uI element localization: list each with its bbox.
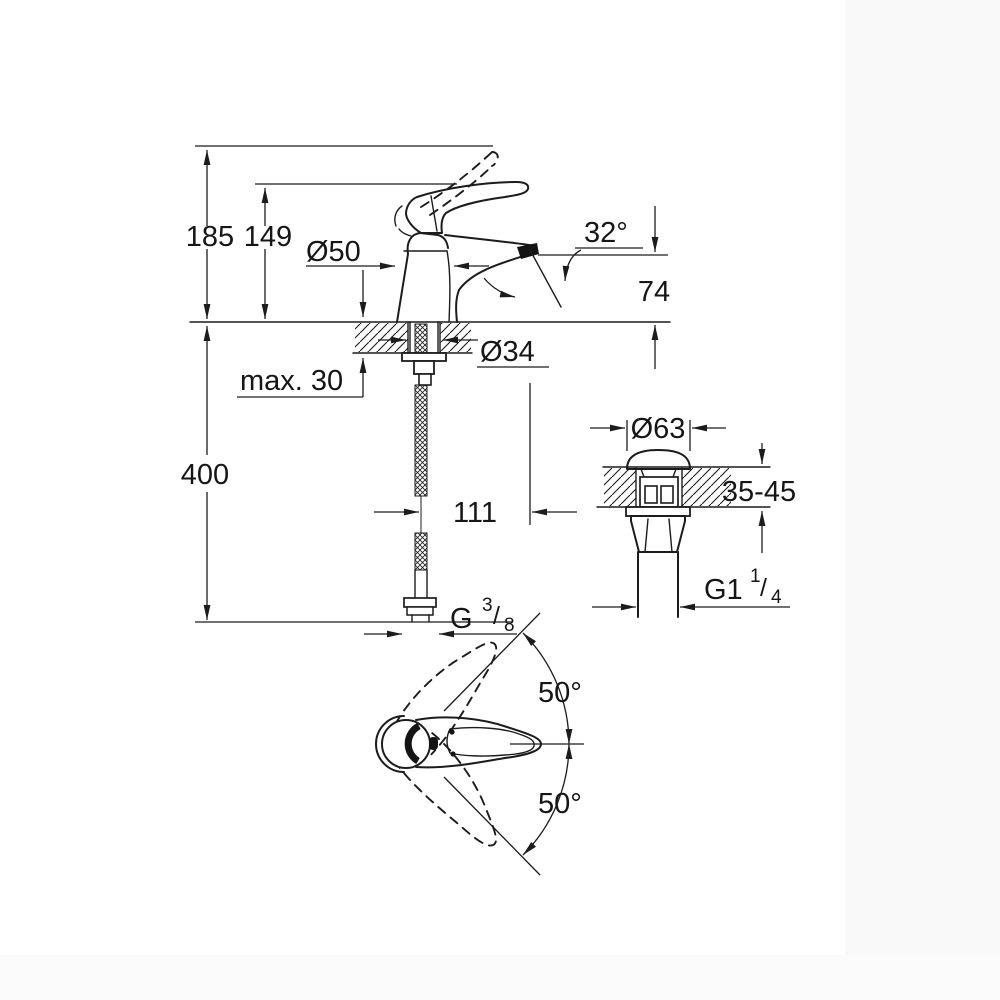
waste-valve-view <box>596 449 771 618</box>
swing-centerline-lower <box>443 776 541 876</box>
scan-artifact-band-bottom <box>0 955 1000 1000</box>
handle-logo-mark <box>429 737 438 750</box>
waste-window-left <box>644 485 658 504</box>
dim-32-leader <box>562 249 582 282</box>
dim-label-50-lower: 50° <box>538 788 582 820</box>
handle-cap-outer-arc <box>375 715 405 773</box>
dim-label-32: 32° <box>584 217 628 249</box>
waste-neck <box>640 468 677 478</box>
hose-braid-mid <box>414 384 428 497</box>
hose-braid-lower <box>414 532 428 571</box>
mounting-nut-lower <box>418 373 432 386</box>
handle-dot-bottom <box>450 751 456 757</box>
faucet-body-outline <box>396 232 421 323</box>
lever-crease <box>430 195 438 232</box>
stream-direction-line <box>529 249 562 308</box>
dim-label-o63: Ø63 <box>631 413 686 445</box>
swing-arc-upper <box>522 632 573 745</box>
faucet-side-view <box>394 151 562 323</box>
handle-ghost-down <box>395 732 497 847</box>
handle-crescent-mark <box>404 722 421 765</box>
cartridge-dome-top <box>419 232 449 249</box>
swing-centerline-upper <box>443 612 541 712</box>
dim-label-149: 149 <box>244 221 292 253</box>
lever-raised-ghost <box>420 151 499 216</box>
hose-braid-upper <box>414 323 428 354</box>
spout-top-edge <box>444 234 537 247</box>
valve-hatch-right <box>682 468 731 506</box>
waste-window-right <box>660 485 674 504</box>
dim-label-3545: 35-45 <box>722 476 796 508</box>
spout-underside <box>455 251 537 323</box>
waste-washer <box>625 506 691 517</box>
scan-artifact-band <box>845 0 1000 1000</box>
dim-label-185: 185 <box>186 221 234 253</box>
deck-hatch-right <box>440 323 471 352</box>
dim-label-74: 74 <box>638 276 670 308</box>
swing-arc-lower <box>522 743 573 856</box>
valve-hatch-left <box>604 468 636 506</box>
dim-label-o50: Ø50 <box>306 236 361 268</box>
dimension-annotations: 185 149 Ø50 max. 30 Ø34 74 32° 400 111 <box>181 145 796 820</box>
lever-handle <box>405 181 530 234</box>
handle-top-view <box>375 612 584 876</box>
mounting-nut <box>413 360 435 375</box>
dim-label-max30: max. 30 <box>240 365 343 397</box>
flow-arc-arrow <box>483 277 516 298</box>
waste-cap-dome <box>626 449 691 470</box>
dim-label-g114: G1 1 / 4 <box>704 566 782 608</box>
dim-label-o34: Ø34 <box>480 336 535 368</box>
hose-fitting-flange <box>403 597 437 608</box>
handle-dot-top <box>449 729 455 735</box>
hose-fitting-nut <box>406 606 434 616</box>
dim-label-111: 111 <box>453 497 497 529</box>
dim-label-400: 400 <box>181 459 229 491</box>
body-inner-edge <box>446 250 451 323</box>
dim-label-g38: G 3 / 8 <box>450 595 515 636</box>
shank-and-hose <box>401 321 447 623</box>
handle-ghost-up <box>394 641 498 756</box>
locknut-facets <box>644 518 673 553</box>
lever-front-detail <box>394 205 412 237</box>
dim-label-50-upper: 50° <box>538 677 582 709</box>
mounting-washer <box>401 352 447 362</box>
deck-hatch-left <box>355 323 408 352</box>
